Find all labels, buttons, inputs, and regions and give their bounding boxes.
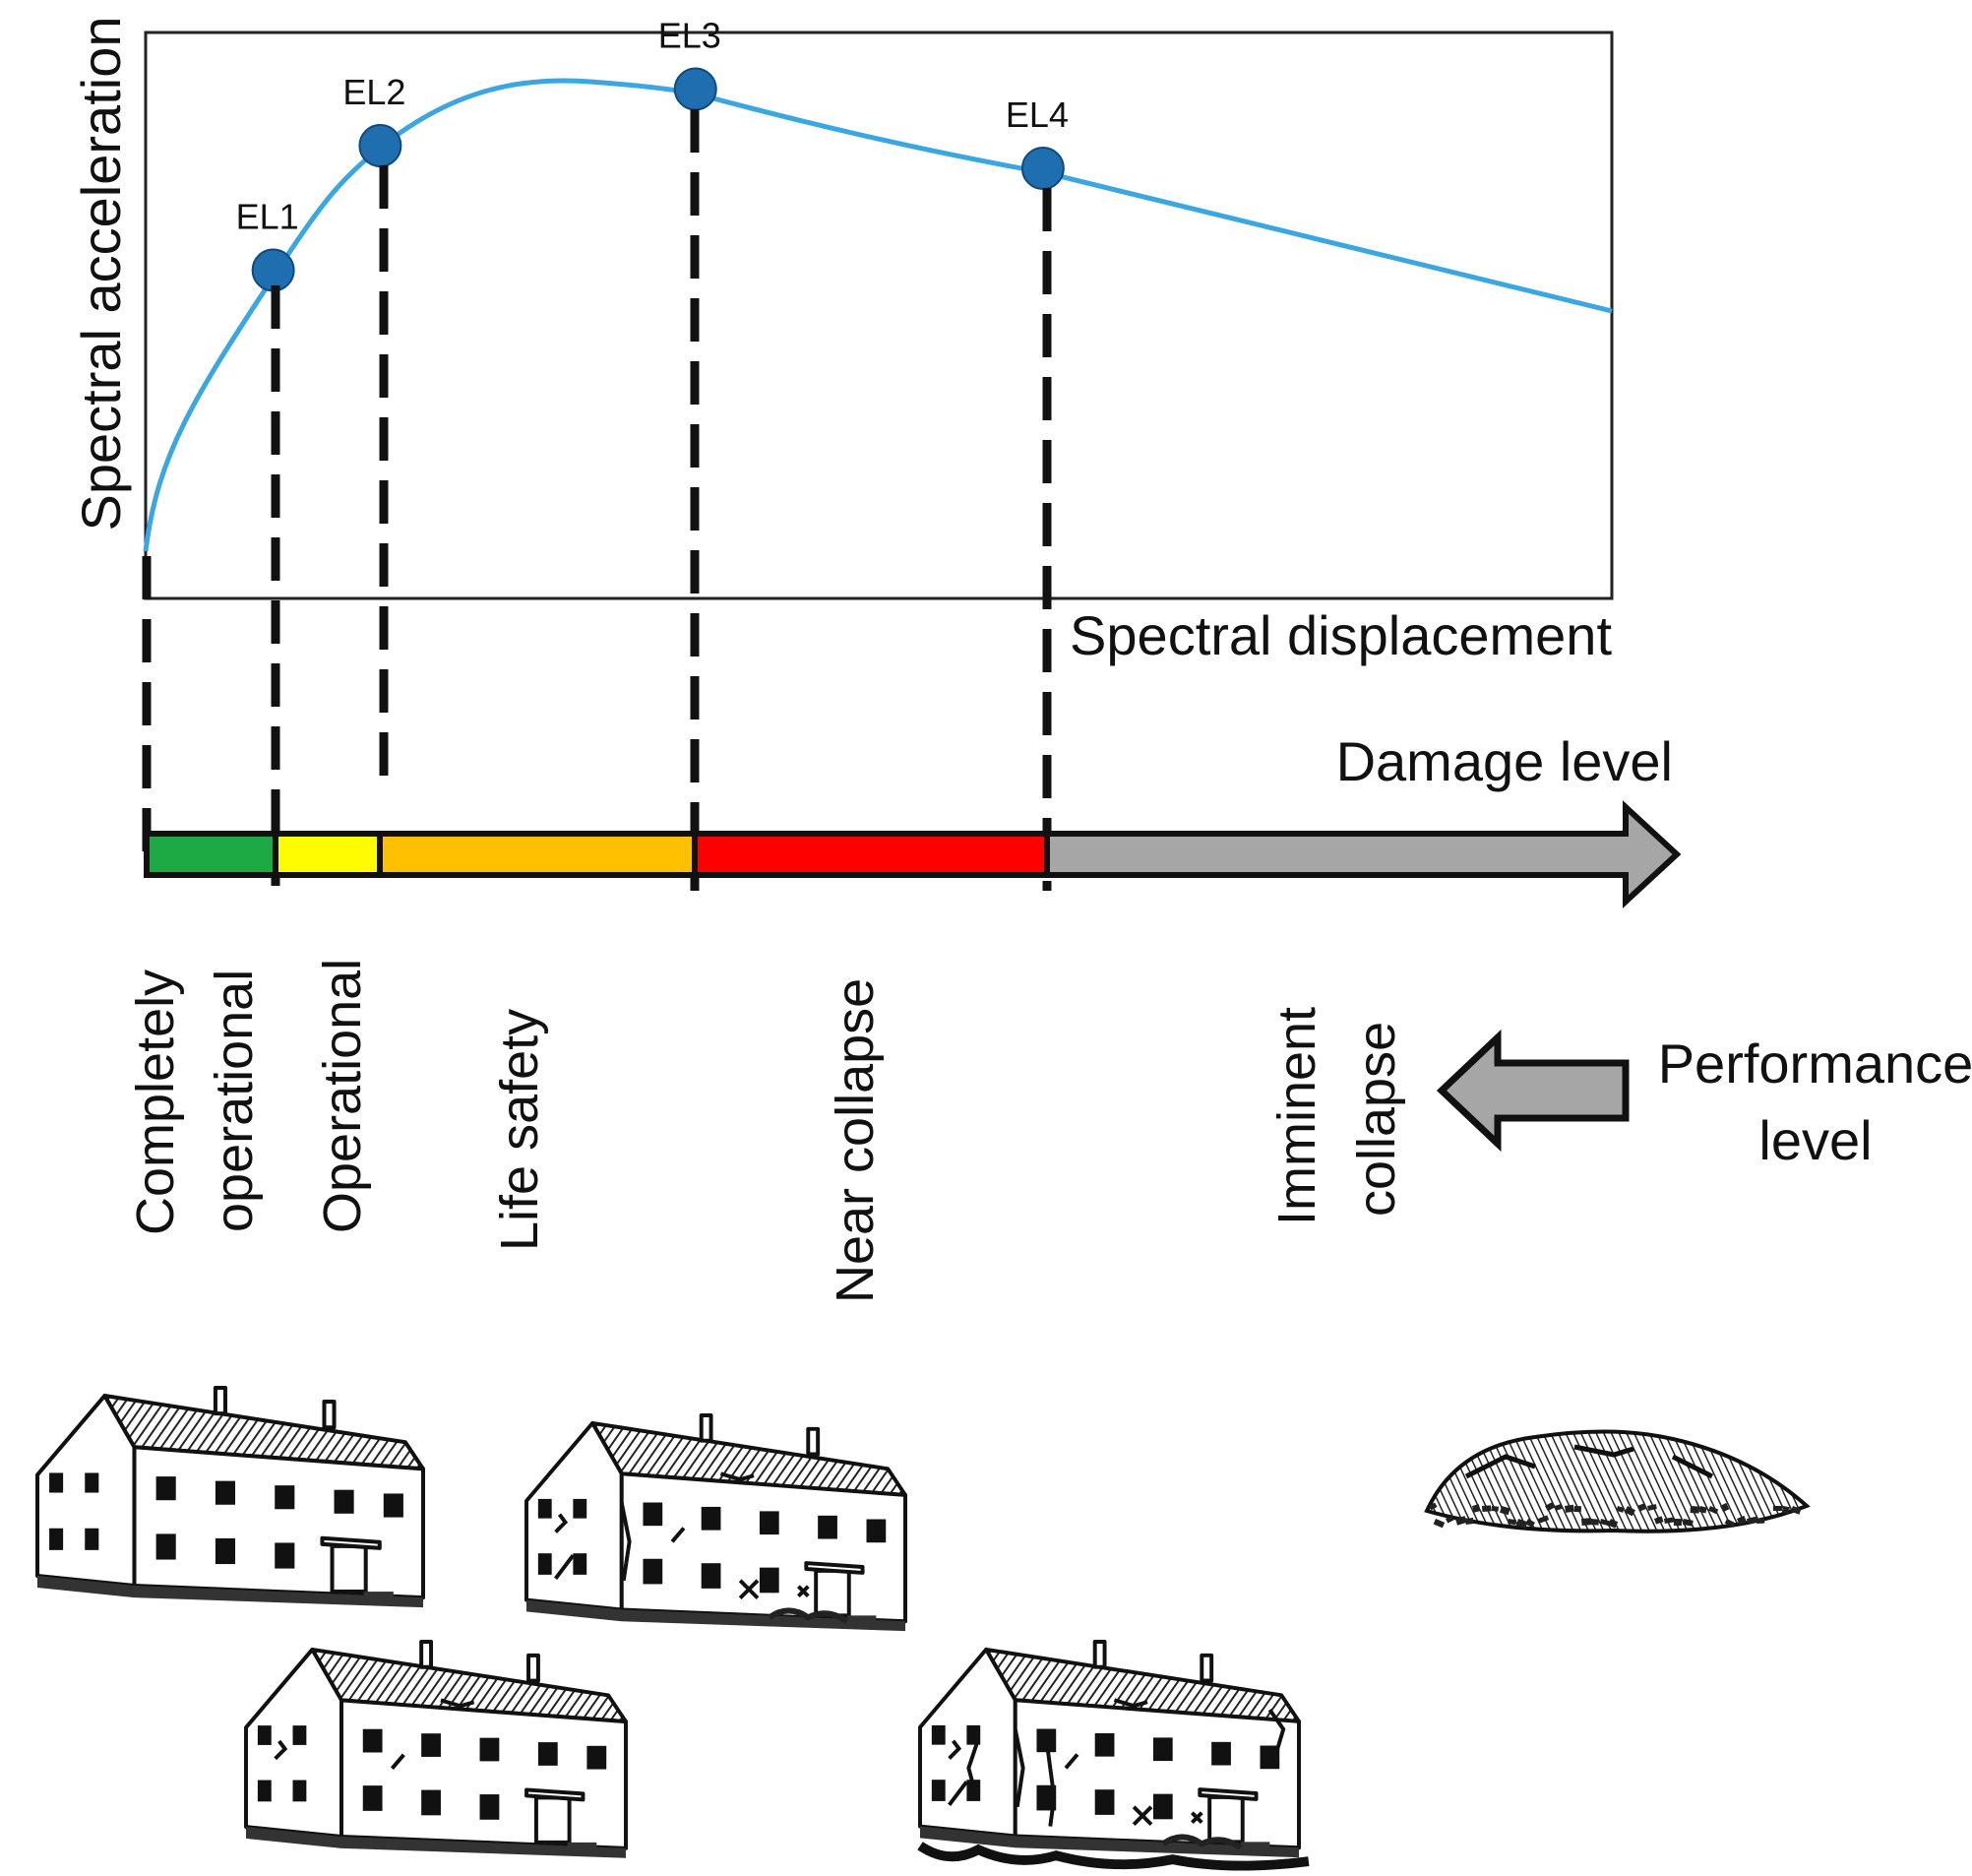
plot-frame (144, 31, 1614, 600)
building-slight-damage-icon (244, 1640, 628, 1858)
damage-segment-1 (147, 834, 276, 875)
damage-segment-2 (276, 834, 380, 875)
damage-level-label: Damage level (1336, 730, 1673, 792)
capacity-point-2 (358, 124, 402, 167)
capacity-point-label-4: EL4 (1006, 94, 1069, 135)
building-undamaged-icon (34, 1385, 426, 1608)
level-completely-operational-line2: operational (205, 969, 264, 1232)
level-completely-operational-line1: Completely (126, 969, 185, 1235)
building-collapsed-icon (1424, 1429, 1811, 1533)
performance-label-line2: level (1758, 1109, 1872, 1171)
performance-label-line1: Performance (1658, 1032, 1972, 1094)
y-axis-label: Spectral acceleration (70, 17, 132, 532)
performance-levels: Completely operational Operational Life … (126, 959, 1406, 1303)
capacity-point-3 (673, 67, 717, 111)
level-imminent-collapse-line2: collapse (1347, 1022, 1406, 1217)
capacity-point-label-3: EL3 (658, 16, 721, 56)
left-arrow-icon (1436, 1029, 1630, 1153)
damage-segment-4 (695, 834, 1047, 875)
building-heavy-damage-icon (917, 1640, 1310, 1871)
building-moderate-damage-icon (524, 1413, 907, 1632)
level-near-collapse: Near collapse (826, 978, 885, 1303)
capacity-point-1 (251, 248, 295, 292)
level-life-safety: Life safety (490, 1009, 549, 1251)
level-operational: Operational (313, 959, 372, 1233)
x-axis-label: Spectral displacement (1070, 604, 1612, 666)
capacity-point-label-1: EL1 (236, 197, 299, 237)
damage-arrow (1047, 807, 1677, 902)
damage-segment-3 (380, 834, 695, 875)
building-illustrations (34, 1385, 1811, 1871)
capacity-point-label-2: EL2 (342, 72, 405, 112)
capacity-point-4 (1020, 147, 1065, 190)
threshold-dashes (142, 109, 1052, 891)
performance-level-indicator: Performance level (1436, 1029, 1972, 1171)
damage-level-bar: Damage level (144, 730, 1682, 908)
level-imminent-collapse-line1: Imminent (1267, 1007, 1326, 1225)
